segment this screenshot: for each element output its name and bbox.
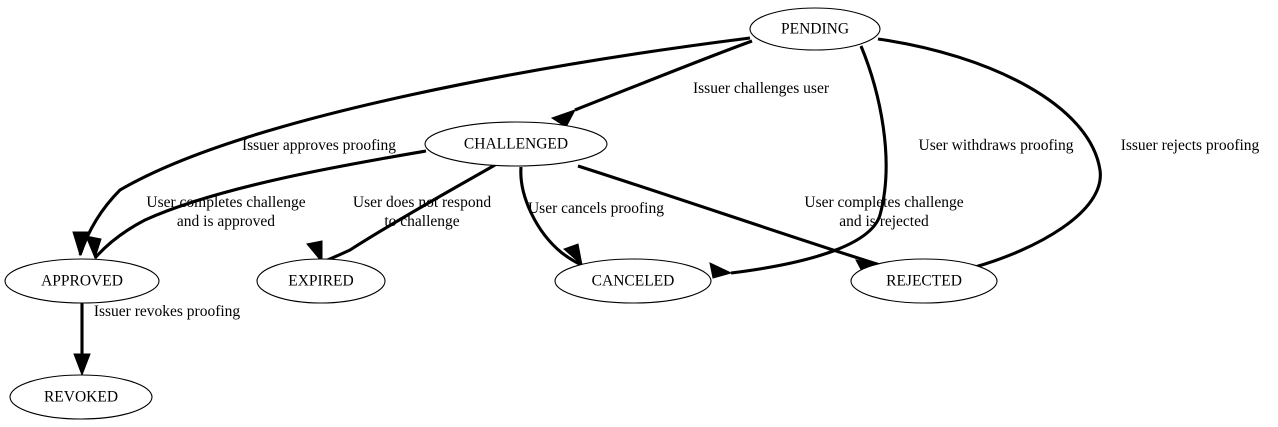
state-node-revoked[interactable]: REVOKED xyxy=(9,374,153,420)
nodes-layer: PENDING CHALLENGED APPROVED EXPIRED CANCELED… xyxy=(4,7,998,420)
node-label: EXPIRED xyxy=(288,273,353,290)
node-label: CANCELED xyxy=(592,273,675,290)
state-node-canceled[interactable]: CANCELED xyxy=(554,258,712,304)
edge-line xyxy=(877,37,1102,269)
edge-line xyxy=(577,164,881,267)
edge-label-pending-to-challenged: Issuer challenges user xyxy=(693,80,830,97)
node-label: REVOKED xyxy=(44,389,118,406)
node-ellipse xyxy=(256,258,386,304)
node-label: REJECTED xyxy=(886,273,962,290)
node-ellipse xyxy=(850,258,998,304)
state-node-rejected[interactable]: REJECTED xyxy=(850,258,998,304)
arrowhead-icon xyxy=(72,231,89,257)
edge-pending-to-rejected xyxy=(877,37,1102,278)
node-label: CHALLENGED xyxy=(464,136,568,153)
edge-line xyxy=(78,36,751,256)
arrowhead-icon xyxy=(550,109,577,128)
edge-label-pending-to-approved: Issuer approves proofing xyxy=(242,137,396,154)
node-ellipse xyxy=(554,258,712,304)
edge-pending-to-approved xyxy=(72,36,751,257)
node-label: APPROVED xyxy=(41,273,123,290)
state-node-approved[interactable]: APPROVED xyxy=(4,258,160,304)
node-ellipse xyxy=(9,374,153,420)
edge-label-approved-to-revoked: Issuer revokes proofing xyxy=(94,303,241,320)
node-label: PENDING xyxy=(781,21,849,38)
arrowhead-icon xyxy=(85,235,102,260)
arrowhead-icon xyxy=(306,240,323,264)
edge-pending-to-canceled xyxy=(709,45,888,279)
edge-line xyxy=(574,39,753,112)
edge-line xyxy=(93,149,427,260)
state-node-pending[interactable]: PENDING xyxy=(749,7,881,51)
node-ellipse xyxy=(4,258,160,304)
edge-pending-to-challenged xyxy=(550,39,753,128)
edge-challenged-to-canceled xyxy=(519,166,583,267)
node-ellipse xyxy=(749,7,881,51)
edge-line xyxy=(321,163,496,264)
edge-label-pending-to-canceled: User withdraws proofing xyxy=(919,137,1074,154)
arrowhead-icon xyxy=(709,262,733,279)
edge-label-pending-to-rejected: Issuer rejects proofing xyxy=(1121,137,1260,154)
edge-challenged-to-expired xyxy=(306,163,496,264)
edge-label-challenged-to-canceled: User cancels proofing xyxy=(528,200,664,217)
edge-challenged-to-approved xyxy=(85,149,427,260)
edge-approved-to-revoked xyxy=(73,303,91,377)
arrowhead-icon xyxy=(563,243,583,267)
node-ellipse xyxy=(424,121,608,167)
edge-line xyxy=(519,166,583,267)
state-node-expired[interactable]: EXPIRED xyxy=(256,258,386,304)
edge-line xyxy=(730,45,888,275)
state-node-challenged[interactable]: CHALLENGED xyxy=(424,121,608,167)
arrowhead-icon xyxy=(73,353,91,377)
